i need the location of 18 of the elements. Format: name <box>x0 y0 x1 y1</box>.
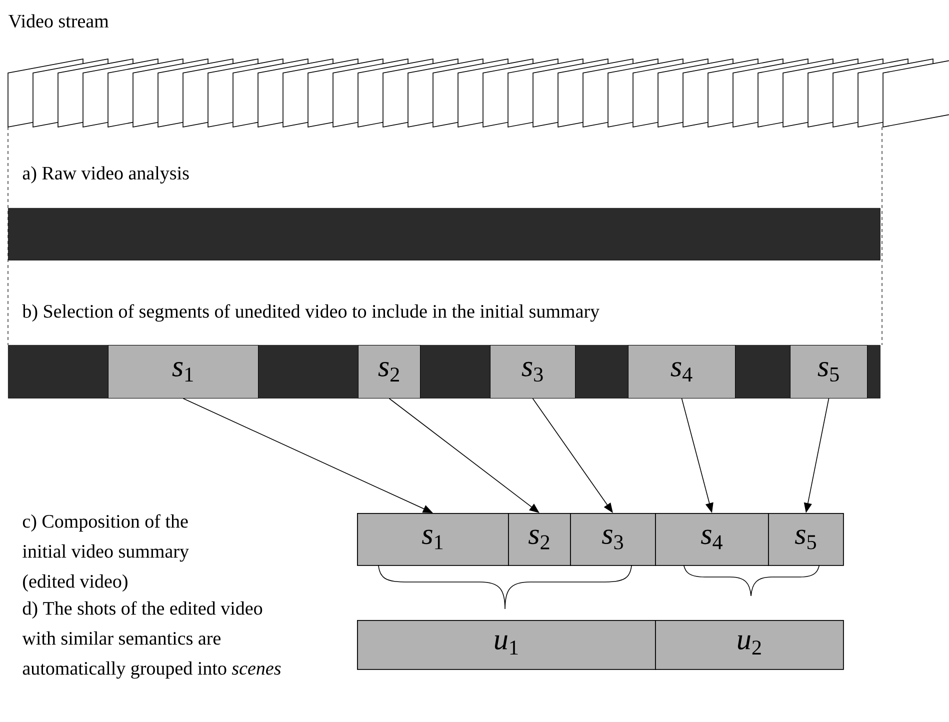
caption-text: c) Composition of the initial video summary (edited video) <box>22 514 189 592</box>
segment-box: s$_{2}$ <box>508 513 571 566</box>
segment-box: s$_{2}$ <box>358 345 420 398</box>
scene-box: u$_{2}$ <box>655 620 844 670</box>
segment-box: s$_{5}$ <box>768 513 844 566</box>
caption-text: a) Raw video analysis <box>22 166 189 184</box>
timeline-bar <box>8 208 880 260</box>
segment-box: s$_{3}$ <box>570 513 656 566</box>
caption-text: Video stream <box>8 14 109 28</box>
segment-box: s$_{3}$ <box>490 345 576 398</box>
scene-box: u$_{1}$ <box>357 620 656 670</box>
arrow <box>532 398 613 513</box>
segment-box: s$_{5}$ <box>790 345 868 398</box>
caption-text: b) Selection of segments of unedited video to include in the initial summary <box>22 304 600 322</box>
caption-text: d) The shots of the edited video with similar semantics are automatically grouped into scenes <box>22 601 281 679</box>
segment-box: s$_{4}$ <box>628 345 736 398</box>
segment-box: s$_{1}$ <box>108 345 258 398</box>
segment-box: s$_{4}$ <box>655 513 769 566</box>
